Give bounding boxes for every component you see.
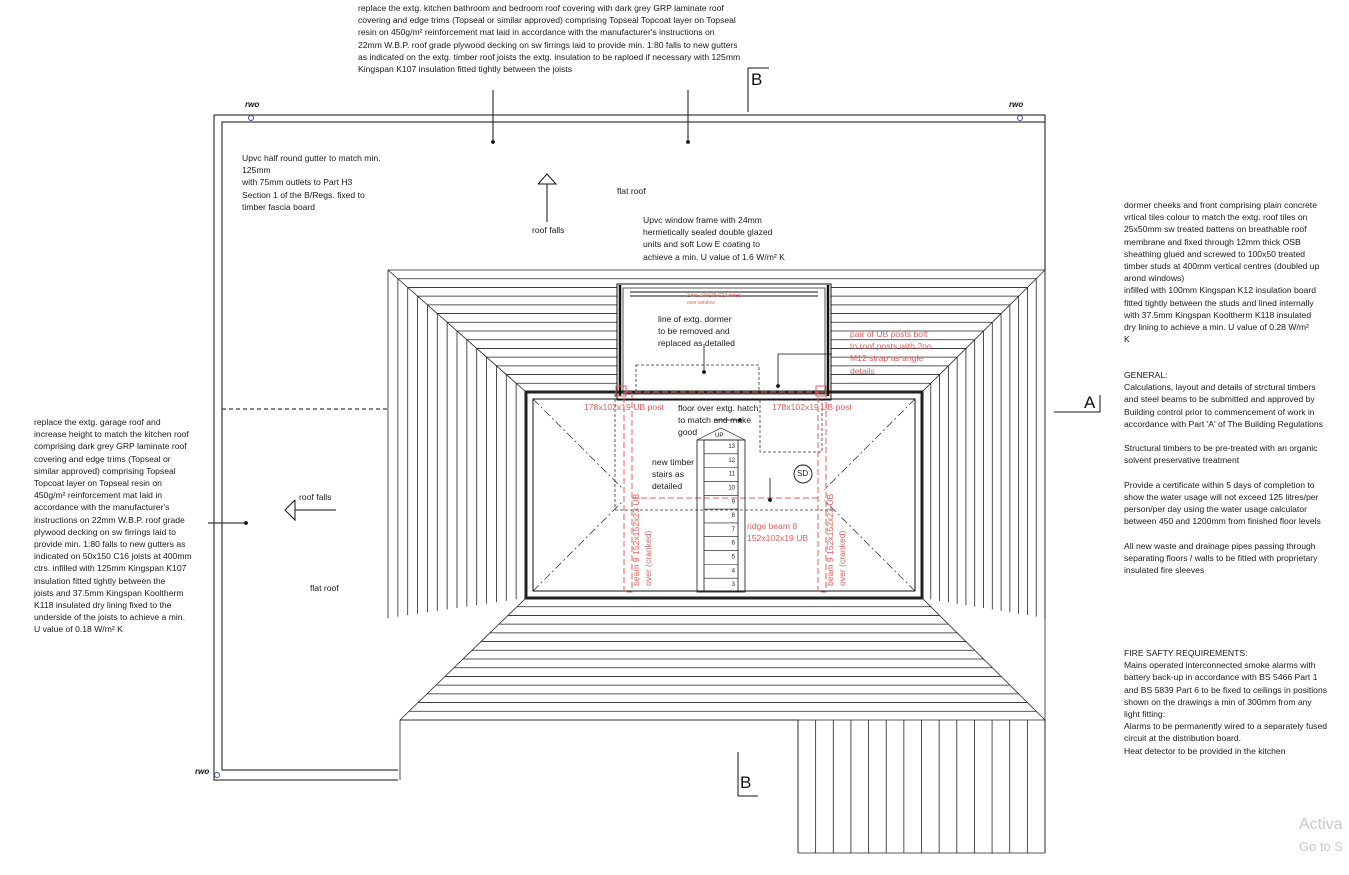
new-stairs (696, 439, 746, 593)
gutter-note: Upvc half round gutter to match min. 125… (242, 153, 381, 212)
outer-roof-outline (213, 114, 1046, 781)
flat-roof-label-left: flat roof (310, 583, 339, 593)
beam-right-label: beam 9 152x152x23 UB over (cranked) (825, 493, 848, 586)
lintels-label: 2 No. 47x175 C24 lintels over window (687, 293, 742, 306)
top-roof-spec-note: replace the extg. kitchen bathroom and b… (358, 3, 741, 75)
roof-falls-label-left: roof falls (299, 492, 332, 502)
stair-up-label: UP (715, 433, 724, 439)
stair-step-number: 11 (729, 472, 736, 478)
stair-direction-arrow (696, 427, 746, 441)
post-left-label: 178x102x19 UB post (584, 402, 664, 412)
existing-dormer-line (635, 364, 760, 394)
new-stairs-label: new timber stairs as detailed (652, 457, 695, 492)
post-right-label: 178x102x19 UB post (772, 402, 852, 412)
stair-step-number: 4 (732, 568, 736, 574)
flat-roof-label-top: flat roof (617, 186, 646, 196)
window-note: Upvc window frame with 24mm hermetically… (643, 215, 785, 262)
bolt-note-label: pair of UB posts bolt to roof posts with… (850, 329, 932, 376)
smoke-detector-symbol (793, 464, 813, 484)
activation-watermark-line1: Activa (1299, 816, 1343, 833)
stair-step-number: 7 (732, 527, 736, 533)
line-of-dormer-label: line of extg. dormer to be removed and r… (658, 314, 735, 349)
pitched-roof-tiles (387, 269, 1046, 854)
section-b-top: B (751, 70, 763, 89)
stair-step-number: 3 (732, 582, 736, 588)
steel-beam-right (817, 391, 827, 593)
dormer-cheeks-note: dormer cheeks and front comprising plain… (1124, 200, 1320, 345)
stair-step-number: 13 (728, 444, 735, 450)
stair-step-number: 6 (732, 541, 736, 547)
section-b-bottom: B (740, 773, 752, 792)
beam-left-label: beam 9 152x152x23 UB over (cranked) (631, 493, 654, 586)
roof-falls-arrow-left (284, 499, 296, 522)
existing-hatch-line (759, 399, 823, 453)
fire-safety-notes: FIRE SAFTY REQUIREMENTS: Mains operated … (1124, 648, 1328, 756)
stair-step-number: 12 (728, 458, 735, 464)
activation-watermark-line2: Go to S (1299, 839, 1344, 854)
rwo-label-top-left: rwo (245, 100, 260, 109)
smoke-detector-label: SD (797, 469, 809, 478)
stair-step-number: 5 (732, 555, 736, 561)
stair-step-number: 10 (728, 485, 735, 491)
rwo-label-top-right: rwo (1009, 100, 1024, 109)
section-a-right: A (1084, 393, 1096, 412)
stair-step-number: 9 (732, 499, 736, 505)
rwo-marker-top-right (1017, 115, 1023, 121)
ridge-beam-label: ridge beam 8 152x102x19 UB (747, 521, 809, 544)
dormer-outline (616, 283, 832, 401)
general-notes: GENERAL: Calculations, layout and detail… (1124, 370, 1323, 576)
attic-room-outline (524, 390, 924, 600)
floor-hatch-label: floor over extg. hatch to match and make… (678, 403, 759, 438)
rwo-marker-top-left (248, 115, 254, 121)
rwo-marker-bottom-left (214, 772, 220, 778)
garage-roof-note: replace the extg. garage roof and increa… (34, 417, 192, 635)
stair-step-number: 8 (732, 513, 736, 519)
rwo-label-bottom-left: rwo (195, 767, 210, 776)
roof-falls-arrow-top (537, 173, 558, 185)
roof-falls-label-top: roof falls (532, 225, 565, 235)
